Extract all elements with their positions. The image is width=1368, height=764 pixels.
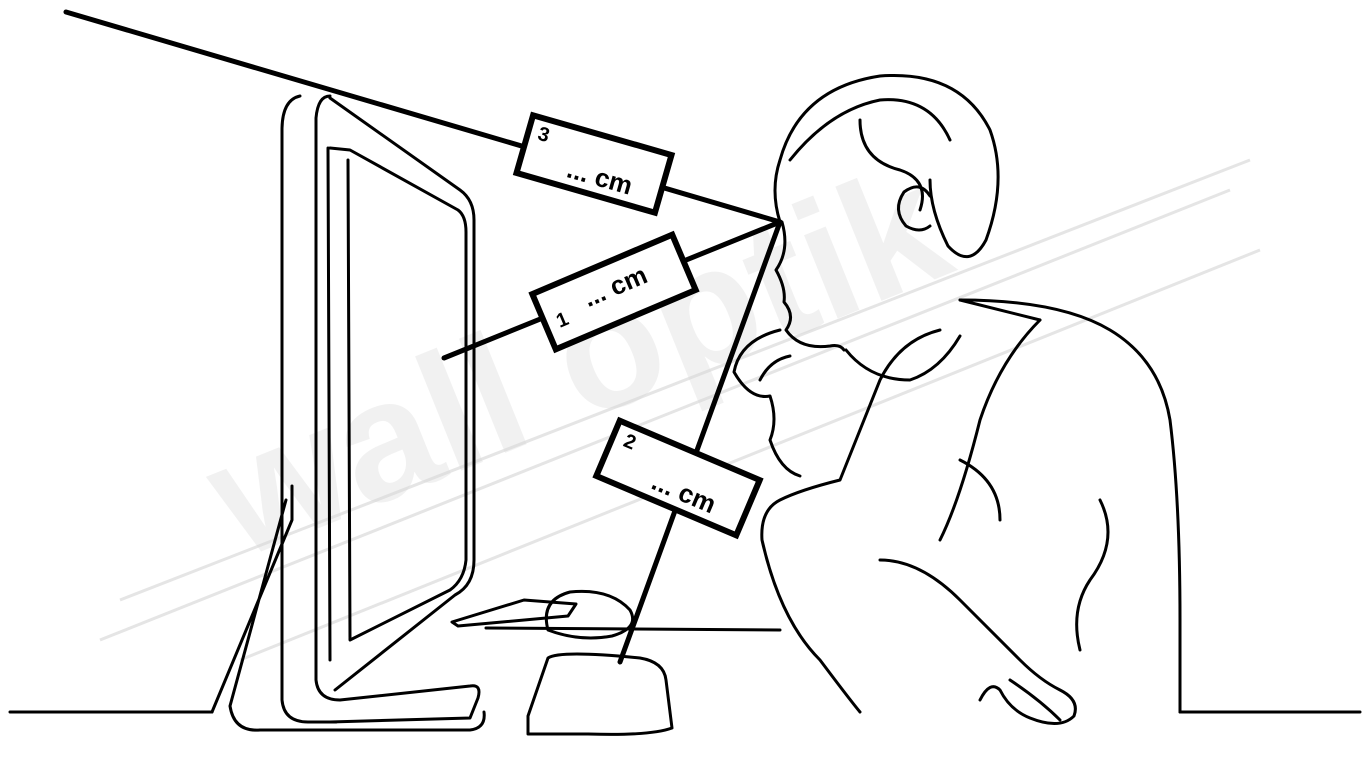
cup xyxy=(528,654,672,734)
label-3: 3 ... cm xyxy=(517,115,672,212)
body-torso xyxy=(940,300,1180,712)
keyboard xyxy=(452,600,576,626)
mouse xyxy=(546,591,632,638)
shoulder-arm xyxy=(762,330,940,712)
watermark: wall optik xyxy=(100,128,1260,660)
desk-items xyxy=(452,591,780,734)
label-2: 2 ... cm xyxy=(596,421,759,536)
arm-front xyxy=(880,560,1075,724)
